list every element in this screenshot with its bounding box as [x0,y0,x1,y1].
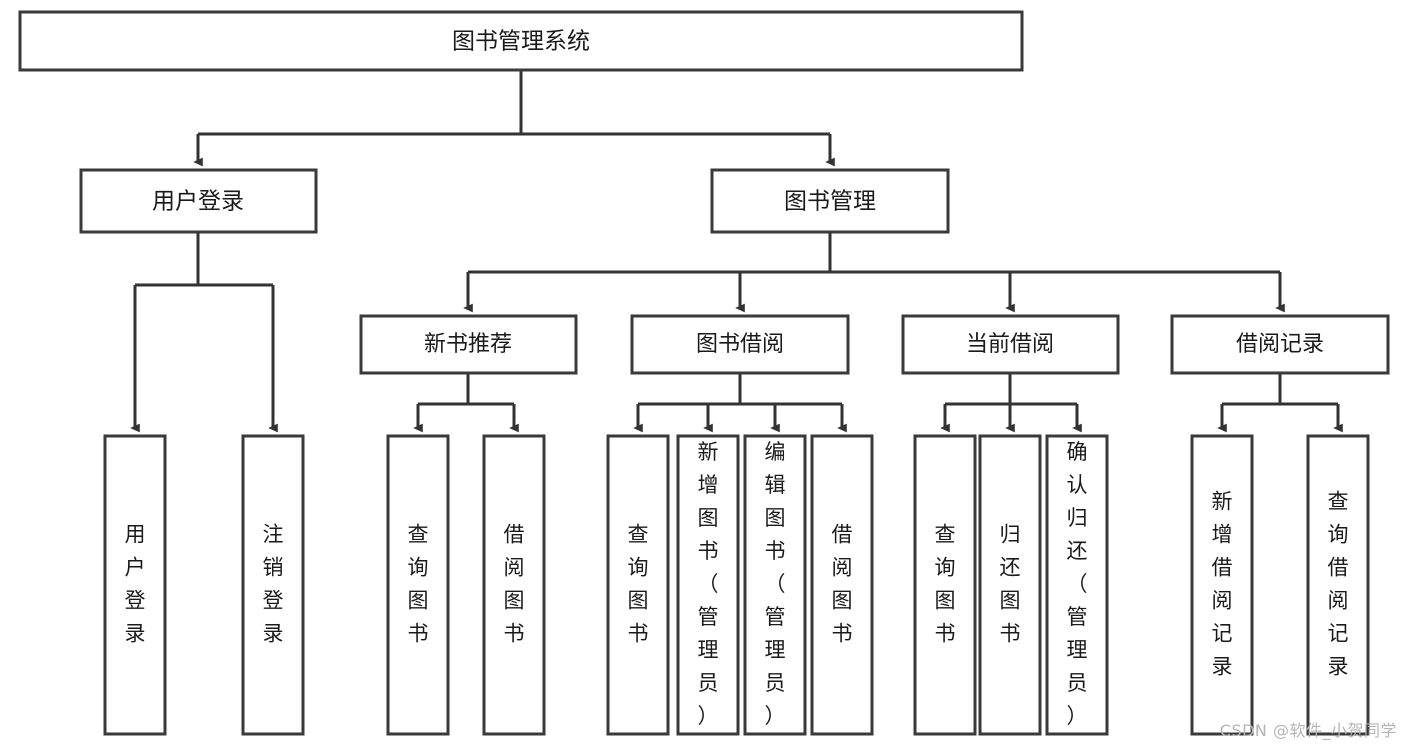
node-new-book-recommend-label: 新书推荐 [424,332,512,357]
leaf-box-query-book-3[interactable] [913,434,977,736]
node-root-box[interactable] [18,10,1024,72]
leaf-box-add-record[interactable] [1190,434,1254,736]
leaf-label-query-book-3: 查询图书 [935,523,956,646]
node-book-manage-box[interactable] [710,168,950,234]
leaf-box-confirm-return[interactable] [1045,434,1109,736]
node-borrow-record[interactable]: 借阅记录 [1170,314,1390,375]
leaf-label-logout-login: 注销登录 [263,523,284,646]
leaf-label-return-book: 归还图书 [1000,523,1021,646]
leaf-label-confirm-return: 确认归还（管理员） [1067,440,1088,728]
leaf-label-edit-book: 编辑图书（管理员） [765,440,786,728]
node-new-book-recommend[interactable]: 新书推荐 [359,314,578,375]
leaf-label-user-login: 用户登录 [125,523,146,646]
leaf-label-query-record: 查询借阅记录 [1328,490,1349,679]
node-borrow-record-label: 借阅记录 [1236,332,1324,357]
node-book-manage[interactable]: 图书管理 [710,168,950,234]
node-book-borrow-box[interactable] [630,314,850,375]
leaf-label-query-book-1: 查询图书 [408,523,429,646]
leaf-box-add-book[interactable] [676,434,740,736]
leaf-boxes [103,434,1370,736]
leaf-box-query-book-1[interactable] [386,434,450,736]
leaf-box-return-book[interactable] [978,434,1042,736]
node-borrow-record-box[interactable] [1170,314,1390,375]
leaf-label-query-book-2: 查询图书 [628,523,649,646]
node-root-label: 图书管理系统 [452,29,590,55]
leaf-box-logout-login[interactable] [241,434,305,736]
node-new-book-recommend-box[interactable] [359,314,578,375]
node-book-manage-label: 图书管理 [784,189,876,215]
leaf-box-user-login[interactable] [103,434,167,736]
watermark: CSDN @软件_小贺同学 [1219,721,1397,740]
leaf-box-borrow-book-2[interactable] [810,434,874,736]
node-root[interactable]: 图书管理系统 [18,10,1024,72]
leaf-box-query-record[interactable] [1306,434,1370,736]
node-book-borrow-label: 图书借阅 [696,332,784,357]
node-current-borrow[interactable]: 当前借阅 [901,314,1120,375]
node-user-login-label: 用户登录 [152,189,244,215]
node-current-borrow-box[interactable] [901,314,1120,375]
node-user-login-box[interactable] [79,168,318,234]
leaf-label-add-book: 新增图书（管理员） [698,440,719,728]
leaf-label-add-record: 新增借阅记录 [1212,490,1233,679]
leaf-box-borrow-book-1[interactable] [482,434,546,736]
node-current-borrow-label: 当前借阅 [966,332,1054,357]
leaf-label-borrow-book-1: 借阅图书 [504,523,525,646]
leaf-labels: 用户登录 注销登录 查询图书 借阅图书 查询图书 新增图书（管理员） 编辑图书（… [125,440,1349,728]
leaf-box-query-book-2[interactable] [606,434,670,736]
leaf-box-edit-book[interactable] [743,434,807,736]
node-book-borrow[interactable]: 图书借阅 [630,314,850,375]
connector-group [130,70,1343,433]
leaf-label-borrow-book-2: 借阅图书 [832,523,853,646]
node-user-login[interactable]: 用户登录 [79,168,318,234]
